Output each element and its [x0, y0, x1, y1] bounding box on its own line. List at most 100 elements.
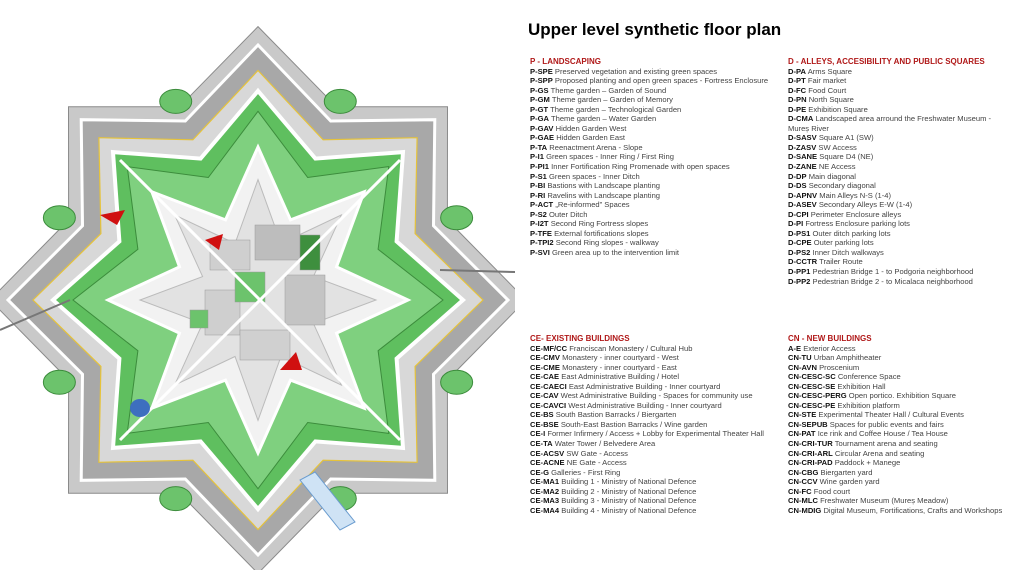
legend-description: Freshwater Museum (Mureș Meadow)	[820, 496, 949, 506]
legend-code: CN-SEPUB	[788, 419, 828, 429]
legend-code: P-GAE	[530, 133, 555, 143]
pedestrian-bridge	[299, 471, 356, 531]
legend-item: P-I1 Green spaces - Inner Ring / First R…	[530, 152, 780, 162]
legend-description: Inner Ditch walkways	[812, 247, 884, 257]
legend-code: D-CMA	[788, 114, 814, 124]
legend-description: Building 3 - Ministry of National Defenc…	[561, 496, 697, 506]
legend-code: P-TA	[530, 142, 548, 152]
legend-item: P-GAE Hidden Garden East	[530, 133, 780, 143]
legend-description: Ravelins with Landscape planting	[547, 190, 661, 200]
legend-code: D-SASV	[788, 133, 817, 143]
red-marker	[100, 210, 125, 225]
legend-item: D-SASV Square A1 (SW)	[788, 133, 1003, 143]
legend-item: CE-BSE South-East Bastion Barracks / Win…	[530, 420, 780, 430]
legend-description: Food Court	[808, 85, 847, 95]
legend-heading: CE- EXISTING BUILDINGS	[530, 334, 630, 343]
legend-description: Green area up to the intervention limit	[551, 247, 680, 257]
legend-item: CN-PAT Ice rink and Coffee House / Tea H…	[788, 429, 1023, 439]
legend-description: West Administrative Building - Spaces fo…	[560, 391, 753, 401]
legend-description: Paddock + Manege	[834, 458, 901, 468]
legend-description: Wine garden yard	[819, 477, 880, 487]
legend-item: P-SPE Preserved vegetation and existing …	[530, 67, 780, 77]
legend-code: D-SANE	[788, 152, 818, 162]
legend-description: Monastery - inner courtyard - East	[562, 362, 677, 372]
legend-code: CE-BSE	[530, 419, 559, 429]
legend-description: Theme garden – Water Garden	[550, 114, 657, 124]
legend-item: P-GS Theme garden – Garden of Sound	[530, 86, 780, 96]
legend-item: CE-CAECI East Administrative Building - …	[530, 382, 780, 392]
legend-item: CN-CESC-PE Exhibition platform	[788, 401, 1023, 411]
legend-item: D-SANE Square D4 (NE)	[788, 152, 1003, 162]
legend-code: CN-CRI-ARL	[788, 448, 833, 458]
legend-item: P-SPP Proposed planting and open green s…	[530, 76, 780, 86]
legend-code: P-BI	[530, 181, 546, 191]
access-road	[439, 269, 515, 273]
legend-item: D-PN North Square	[788, 95, 1003, 105]
legend-item: P-S1 Green spaces - Inner Ditch	[530, 172, 780, 182]
legend-code: CE-MA3	[530, 496, 560, 506]
legend-code: CN-AVN	[788, 362, 817, 372]
legend-item: CN-CESC-PERG Open portico. Exhibition Sq…	[788, 391, 1023, 401]
legend-code: CN-CCV	[788, 477, 818, 487]
legend-code: P-RI	[530, 190, 546, 200]
legend-description: Landscaped area arround the Freshwater M…	[788, 114, 992, 133]
legend-code: CN-CESC-SE	[788, 381, 836, 391]
legend-description: Green spaces - Inner Ring / First Ring	[546, 152, 674, 162]
legend-code: CN-CESC-PERG	[788, 391, 847, 401]
legend-code: CN-PAT	[788, 429, 816, 439]
legend-item: CN-AVN Proscenium	[788, 363, 1023, 373]
building-block	[234, 271, 266, 303]
legend-item: CE-ACNE NE Gate - Access	[530, 458, 780, 468]
legend-code: D-PA	[788, 66, 806, 76]
legend-code: CE-ACSV	[530, 448, 565, 458]
building-block	[284, 274, 326, 326]
legend-item: CE-MA2 Building 2 - Ministry of National…	[530, 487, 780, 497]
legend-item: D-CPE Outer parking lots	[788, 238, 1003, 248]
ravelin	[440, 205, 474, 231]
legend-code: CN-TU	[788, 353, 812, 363]
legend-description: Pedestrian Bridge 1 - to Podgoria neighb…	[812, 267, 974, 277]
legend-code: CE-CAVCI	[530, 400, 567, 410]
legend-description: Circular Arena and seating	[834, 448, 925, 458]
page-title: Upper level synthetic floor plan	[528, 20, 782, 39]
legend-description: Exhibition Square	[808, 104, 868, 114]
building-block	[299, 234, 321, 271]
legend-code: CE-ACNE	[530, 458, 565, 468]
legend-code: D-PI	[788, 219, 804, 229]
legend-item: D-DS Secondary diagonal	[788, 181, 1003, 191]
red-marker	[205, 234, 223, 250]
legend-description: Hidden Garden West	[555, 123, 627, 133]
legend-description: Food court	[813, 486, 851, 496]
legend-code: CE-MF/CC	[530, 343, 568, 353]
ravelin	[42, 205, 76, 231]
legend-description: Second Ring slopes - walkway	[555, 238, 659, 248]
legend-description: Secondary Alleys E-W (1-4)	[818, 200, 913, 210]
legend-code: D-DS	[788, 181, 807, 191]
legend-description: SW Gate - Access	[566, 448, 628, 458]
legend-code: D-PN	[788, 95, 807, 105]
legend-item: CN-CRI-ARL Circular Arena and seating	[788, 449, 1023, 459]
legend-description: Trailer Route	[819, 257, 863, 267]
legend-item: CN-FC Food court	[788, 487, 1023, 497]
legend-code: D-FC	[788, 85, 807, 95]
legend-code: D-PP1	[788, 267, 811, 277]
legend-description: Square A1 (SW)	[818, 133, 874, 143]
legend-item: CE-CAE East Administrative Building / Ho…	[530, 372, 780, 382]
legend-alleys-accessibility: D - ALLEYS, ACCESIBILITY AND PUBLIC SQUA…	[788, 57, 1003, 286]
legend-item: P-BI Bastions with Landscape planting	[530, 181, 780, 191]
legend-description: Reenactment Arena - Slope	[549, 142, 643, 152]
legend-code: P-I2T	[530, 219, 549, 229]
legend-code: P-SPE	[530, 66, 553, 76]
legend-description: South Bastion Barracks / Biergarten	[555, 410, 677, 420]
legend-description: Open portico. Exhibition Square	[848, 391, 957, 401]
legend-code: D-CPE	[788, 238, 812, 248]
legend-code: CN-CRI-PAD	[788, 458, 833, 468]
legend-description: Inner Fortification Ring Promenade with …	[551, 162, 730, 172]
legend-description: Theme garden – Garden of Sound	[550, 85, 667, 95]
legend-item: P-GT Theme garden – Technological Garden	[530, 105, 780, 115]
legend-item: CN-MLC Freshwater Museum (Mureș Meadow)	[788, 496, 1023, 506]
legend-item: P-TPI2 Second Ring slopes - walkway	[530, 238, 780, 248]
legend-item: D-DP Main diagonal	[788, 172, 1003, 182]
legend-description: SW Access	[818, 142, 857, 152]
